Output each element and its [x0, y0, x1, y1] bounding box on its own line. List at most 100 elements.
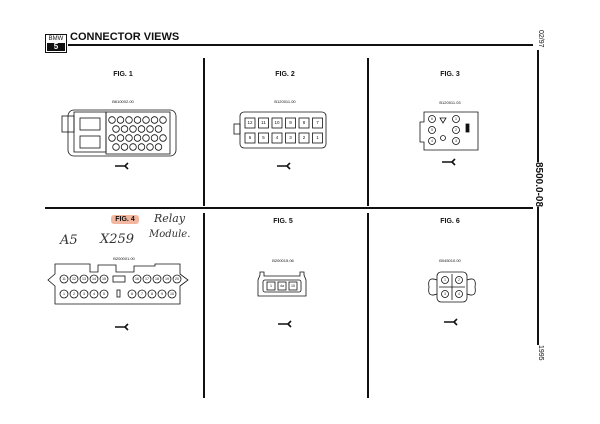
connector-pin: [108, 134, 116, 142]
connector-pin: 19: [162, 274, 172, 284]
fig2-label: FIG. 2: [275, 71, 295, 78]
connector-pin: [116, 134, 125, 142]
connector-pin: 2: [298, 132, 310, 144]
fig5-connector: 1 4a 15: [257, 271, 307, 297]
pin-number: 2: [73, 292, 75, 296]
pin-number: 2: [303, 135, 306, 140]
connector-pin: [108, 116, 116, 124]
connector-pin: [146, 125, 154, 133]
connector-pin: [125, 116, 133, 124]
connector-pin: 12: [69, 274, 79, 284]
fig3-label: FIG. 3: [440, 71, 460, 78]
pin-number: 7: [141, 292, 143, 296]
connector-pin: 3: [452, 137, 460, 145]
pin-number: 4: [93, 292, 95, 296]
connector-pin: [129, 143, 137, 151]
connector-pin: 4: [455, 290, 463, 298]
connector-pin: [150, 134, 159, 142]
fig1-connector: [61, 109, 177, 157]
pin-number: 2: [455, 128, 457, 132]
connector-pin: 15: [288, 281, 298, 291]
connector-pin: 15: [99, 274, 109, 284]
pin-number: 1: [444, 278, 446, 282]
connector-pin: [159, 116, 167, 124]
fig1-code: B610002.00: [112, 99, 134, 104]
pin-number: 3: [455, 139, 457, 143]
pin-number: 9: [161, 292, 163, 296]
connector-pin: 6: [244, 132, 256, 144]
connector-pin: [137, 125, 146, 133]
pin-number: 4: [458, 292, 460, 296]
pin-number: 9: [289, 120, 292, 125]
logo-number: 5: [47, 43, 65, 51]
pin-number: 10: [274, 120, 280, 125]
connector-pin: 9: [285, 117, 296, 129]
fig4-highlight: FIG. 4: [111, 215, 139, 224]
connector-pin: 18: [152, 274, 162, 284]
pin-number: 1: [63, 292, 65, 296]
pin-number: 15: [291, 284, 295, 288]
page-title: CONNECTOR VIEWS: [70, 31, 180, 43]
connector-pin: 1: [441, 276, 449, 284]
connector-pin: 16: [132, 274, 142, 284]
fig1-label: FIG. 1: [113, 71, 133, 78]
connector-pin: 20: [172, 274, 182, 284]
pin-number: 14: [92, 277, 96, 281]
connector-pin: [142, 116, 150, 124]
connector-pin: 6: [127, 289, 137, 299]
connector-pin: 5: [428, 126, 436, 134]
pin-number: 2: [458, 278, 460, 282]
fig5-code: B200015.06: [272, 258, 294, 263]
pin-number: 5: [103, 292, 105, 296]
pin-number: 15: [102, 277, 106, 281]
pin-number: 12: [247, 120, 253, 125]
fig6-connector: 1 2 3 4: [428, 271, 476, 303]
pin-number: 4: [276, 135, 279, 140]
connector-pin: 17: [142, 274, 152, 284]
pin-number: 4: [431, 139, 433, 143]
connector-pin: 9: [157, 289, 167, 299]
connector-pin: 11: [59, 274, 69, 284]
connector-pin: [154, 143, 163, 151]
connector-pin: 10: [271, 117, 283, 129]
handwritten-relay: Relay: [154, 212, 186, 225]
pin-number: 3: [289, 135, 292, 140]
connector-pin: 5: [99, 289, 109, 299]
connector-pin: 3: [285, 132, 296, 144]
pin-number: 8: [303, 120, 306, 125]
connector-pin: 4: [271, 132, 283, 144]
pin-number: 3: [444, 292, 446, 296]
pin-number: 4a: [280, 284, 284, 288]
connector-pin: 7: [137, 289, 147, 299]
connector-pin: [116, 116, 125, 124]
pin-number: 17: [145, 277, 149, 281]
connector-pin: [159, 134, 167, 142]
pin-number: 16: [135, 277, 139, 281]
connector-pin: [120, 143, 129, 151]
connector-pin: [154, 125, 163, 133]
pin-number: 6: [249, 135, 252, 140]
fig5-label: FIG. 5: [273, 218, 293, 225]
connector-pin: 2: [69, 289, 79, 299]
connector-pin: [125, 134, 133, 142]
connector-pin: 3: [79, 289, 89, 299]
connector-pin: [150, 116, 159, 124]
connector-pin: 4: [428, 137, 436, 145]
connector-pin: 8: [298, 117, 310, 129]
pin-number: 18: [155, 277, 159, 281]
pin-number: 1: [270, 284, 272, 288]
pin-number: 11: [62, 277, 66, 281]
pin-number: 1: [455, 117, 457, 121]
connector-pin: 13: [79, 274, 89, 284]
pin-number: 10: [170, 292, 174, 296]
connector-pin: 1: [266, 281, 276, 291]
connector-pin: 8: [147, 289, 157, 299]
bmw-5-logo: BMW 5: [45, 34, 67, 53]
fig4-code: B200001.00: [113, 256, 135, 261]
connector-pin: 4: [89, 289, 99, 299]
pin-number: 7: [316, 120, 319, 125]
connector-pin: [120, 125, 129, 133]
logo-text: BMW: [48, 36, 64, 42]
